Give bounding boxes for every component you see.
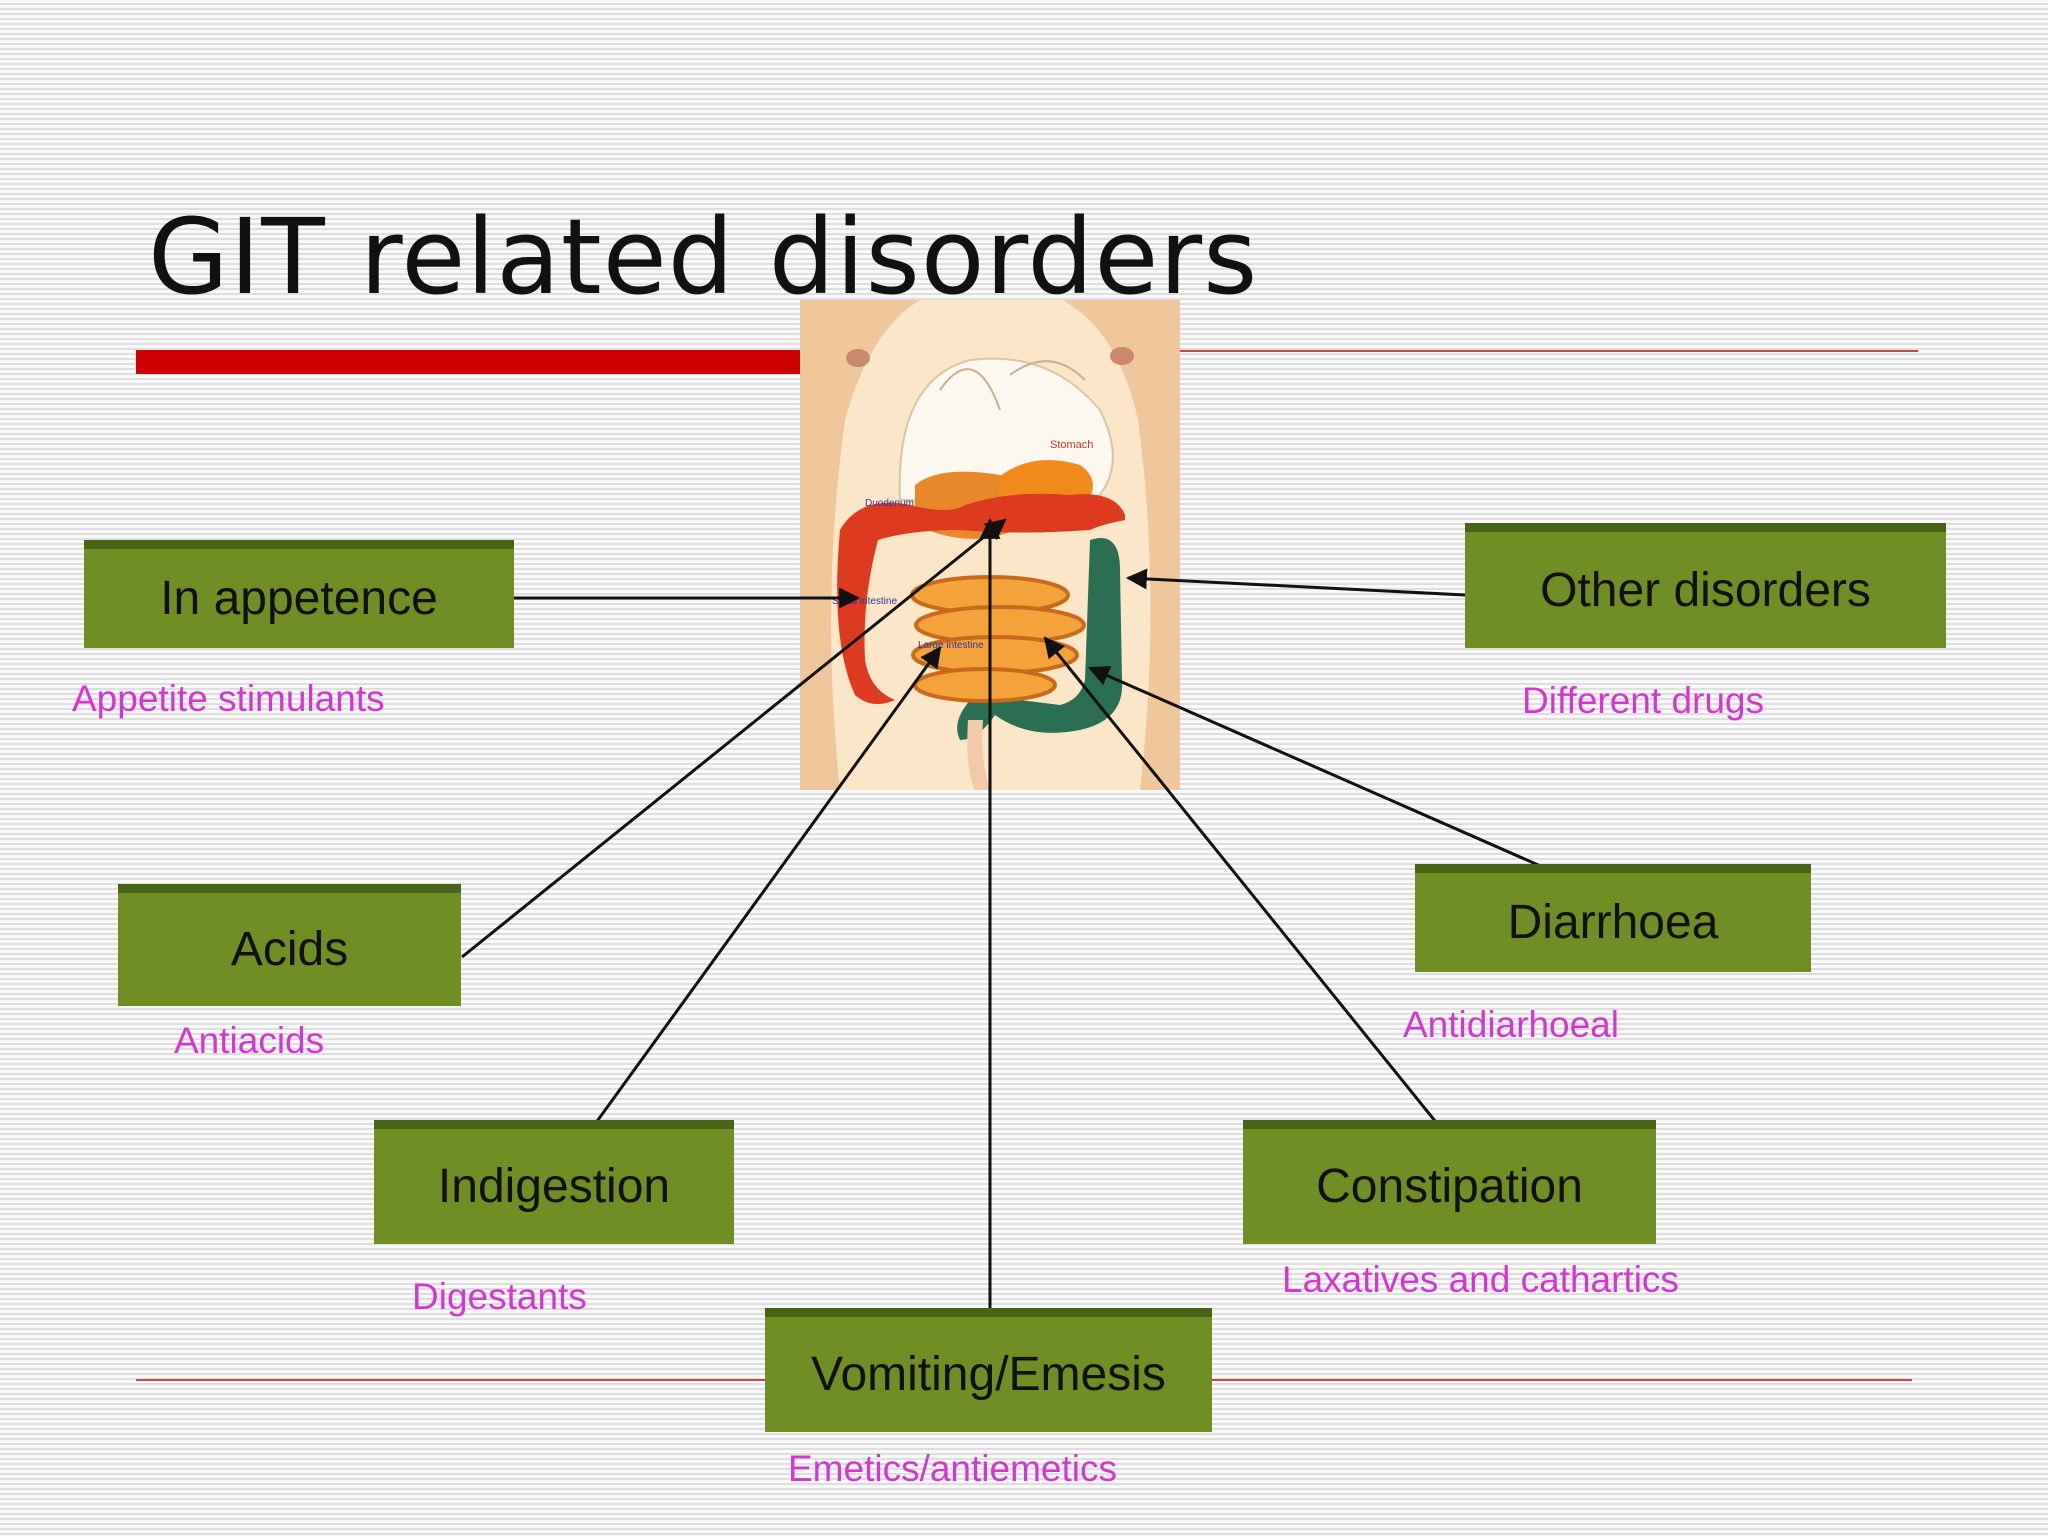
disorder-box-vomiting: Vomiting/Emesis — [765, 1308, 1212, 1432]
duodenum-label: Duodenum — [865, 498, 914, 509]
arrow-other-disorders — [1125, 568, 1486, 598]
disorder-box-inappetence: In appetence — [84, 540, 514, 648]
disorder-box-diarrhoea: Diarrhoea — [1415, 864, 1811, 972]
disorder-box-other: Other disorders — [1465, 523, 1946, 648]
digestive-system-illustration: Stomach Duodenum Small intestine Large i… — [800, 300, 1180, 790]
small-intestine-label: Small intestine — [832, 596, 897, 607]
stomach-label: Stomach — [1050, 439, 1093, 451]
footer-rule-right — [1212, 1379, 1912, 1381]
treatment-label-indigestion: Digestants — [412, 1276, 587, 1317]
treatment-label-vomiting: Emetics/antiemetics — [788, 1448, 1117, 1489]
treatment-label-constipation: Laxatives and cathartics — [1282, 1259, 1679, 1300]
title-underline-thin — [1180, 350, 1918, 352]
treatment-label-acids: Antiacids — [174, 1020, 325, 1061]
slide-title: GIT related disorders — [148, 196, 1259, 318]
footer-rule-left — [136, 1379, 766, 1381]
title-underline-thick — [136, 350, 806, 374]
disorder-box-indigestion: Indigestion — [374, 1120, 734, 1244]
large-intestine-label: Large intestine — [918, 640, 984, 651]
treatment-label-inappetence: Appetite stimulants — [72, 678, 385, 719]
disorder-box-constipation: Constipation — [1243, 1120, 1656, 1244]
treatment-label-diarrhoea: Antidiarhoeal — [1403, 1004, 1619, 1045]
treatment-label-other: Different drugs — [1522, 680, 1764, 721]
disorder-box-acids: Acids — [118, 884, 461, 1006]
